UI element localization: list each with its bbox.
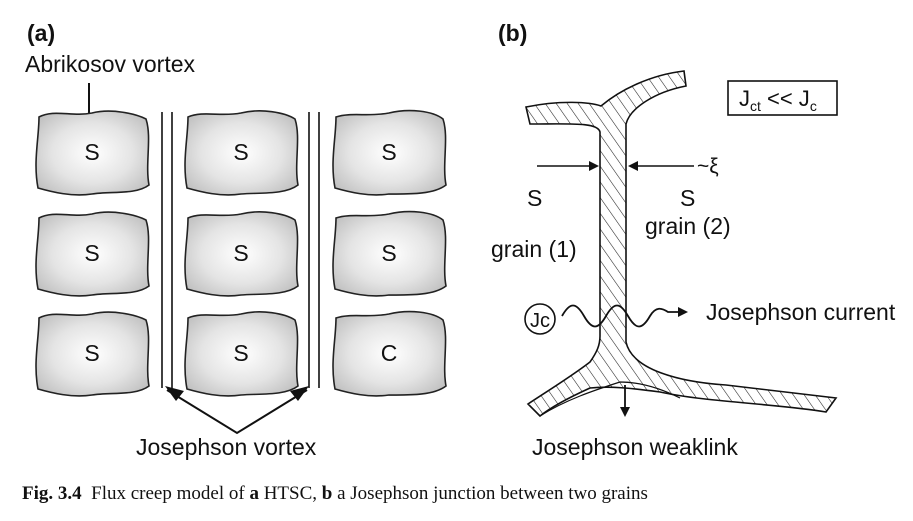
- panel-a-label: (a): [27, 20, 55, 46]
- grain-label-2-1: S: [84, 240, 99, 266]
- josephson-boundary-lines: [161, 112, 320, 388]
- josephson-vortex-arrowhead-right: [290, 386, 309, 401]
- grain-label-1-2: S: [233, 139, 248, 165]
- grain-1-label: grain (1): [491, 236, 577, 262]
- grain-label-3-2: S: [233, 340, 248, 366]
- figure-caption: Fig. 3.4 Flux creep model of a HTSC, b a…: [22, 483, 648, 504]
- grain-label-2-3: S: [381, 240, 396, 266]
- josephson-current-label: Josephson current: [706, 299, 896, 325]
- grain-label-3-3: C: [381, 340, 398, 366]
- grain-1-1: [35, 110, 150, 196]
- right-superconductor-label: S: [680, 185, 695, 211]
- grain-1-2: [184, 110, 299, 196]
- grain-3-3: [332, 310, 447, 397]
- josephson-junction-shape: [525, 70, 838, 418]
- abrikosov-vortex-label: Abrikosov vortex: [25, 51, 196, 77]
- josephson-vortex-pointer: [166, 389, 308, 435]
- josephson-weaklink-label: Josephson weaklink: [532, 434, 738, 460]
- critical-current-box: [727, 80, 838, 116]
- grain-3-1: [35, 311, 150, 397]
- jc-circle-label: Jc: [530, 310, 550, 332]
- grain-2-1: [35, 211, 150, 297]
- josephson-current-wave: [561, 304, 688, 328]
- grain-label-1-1: S: [84, 139, 99, 165]
- grain-label-3-1: S: [84, 340, 99, 366]
- grain-label-1-3: S: [381, 139, 396, 165]
- grain-2-2: [184, 211, 299, 297]
- jc-circle: [524, 303, 556, 335]
- panel-b-label: (b): [498, 20, 527, 46]
- coherence-length-label: ~ξ: [697, 155, 719, 178]
- grain-grid: S S S S S S S S C: [35, 109, 447, 397]
- grain-1-3: [332, 109, 447, 196]
- critical-current-relation: Jct << Jc: [739, 86, 817, 114]
- grain-2-3: [332, 210, 447, 297]
- josephson-vortex-arrowhead-left: [165, 386, 184, 401]
- left-superconductor-label: S: [527, 185, 542, 211]
- grain-label-2-2: S: [233, 240, 248, 266]
- grain-3-2: [184, 311, 299, 397]
- grain-2-label: grain (2): [645, 213, 731, 239]
- josephson-vortex-label: Josephson vortex: [136, 434, 317, 460]
